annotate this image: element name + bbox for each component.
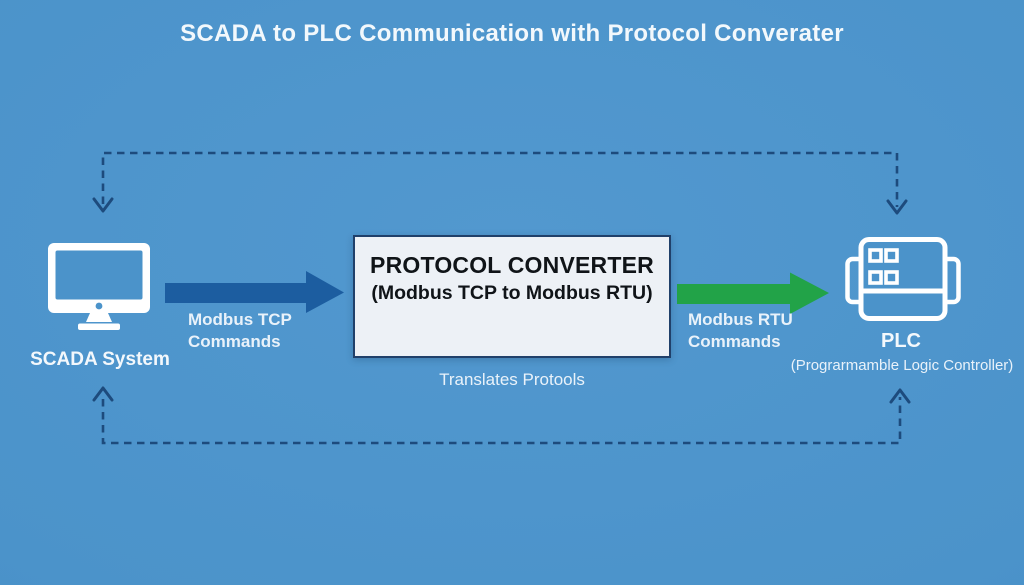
arrowhead-down-left-icon	[92, 197, 114, 213]
plc-subtitle: (Prograrmamble Logic Controller)	[790, 357, 1014, 374]
plc-label: PLC	[881, 330, 921, 352]
arrowhead-up-left-icon	[92, 386, 114, 402]
modbus-rtu-label: Modbus RTU Commands	[688, 310, 793, 351]
modbus-rtu-arrow-icon	[677, 272, 829, 314]
dashed-connector-bottom	[101, 397, 902, 445]
modbus-tcp-arrow-icon	[165, 271, 344, 313]
converter-title: PROTOCOL CONVERTER	[370, 252, 654, 278]
converter-caption: Translates Protools	[439, 370, 585, 389]
modbus-tcp-label: Modbus TCP Commands	[188, 310, 292, 351]
diagram-title: SCADA to PLC Communication with Protocol…	[180, 20, 844, 47]
protocol-converter-box: PROTOCOL CONVERTER (Modbus TCP to Modbus…	[353, 235, 671, 358]
arrowhead-up-right-icon	[889, 388, 911, 404]
scada-label: SCADA System	[30, 349, 170, 370]
plc-icon	[845, 237, 961, 321]
dashed-connector-top	[101, 151, 899, 207]
monitor-icon	[48, 243, 150, 330]
arrowhead-down-right-icon	[886, 199, 908, 215]
converter-subtitle: (Modbus TCP to Modbus RTU)	[371, 282, 653, 304]
